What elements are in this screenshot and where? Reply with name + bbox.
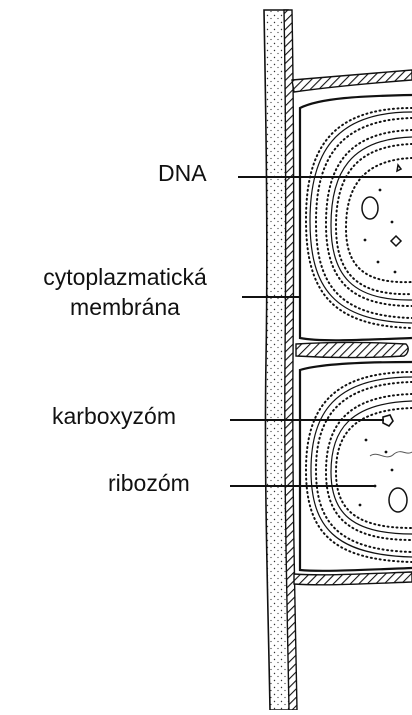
- dna-squiggle: [370, 452, 412, 457]
- label-cytoplasmic-line1: cytoplazmatická: [10, 262, 240, 292]
- lower-cell-bottom-wall: [294, 572, 412, 585]
- upper-cell-top-wall: [292, 70, 412, 92]
- lower-thylakoid-lines: [311, 377, 412, 557]
- label-ribosome: ribozóm: [108, 470, 190, 497]
- label-cytoplasmic-membrane: cytoplazmatická membrána: [10, 262, 240, 322]
- label-carboxysome: karboxyzóm: [52, 403, 176, 430]
- label-dna: DNA: [158, 160, 207, 187]
- upper-thylakoids: [306, 108, 412, 328]
- label-cytoplasmic-line2: membrána: [10, 292, 240, 322]
- leader-lines: [230, 177, 412, 486]
- division-septum: [296, 343, 408, 358]
